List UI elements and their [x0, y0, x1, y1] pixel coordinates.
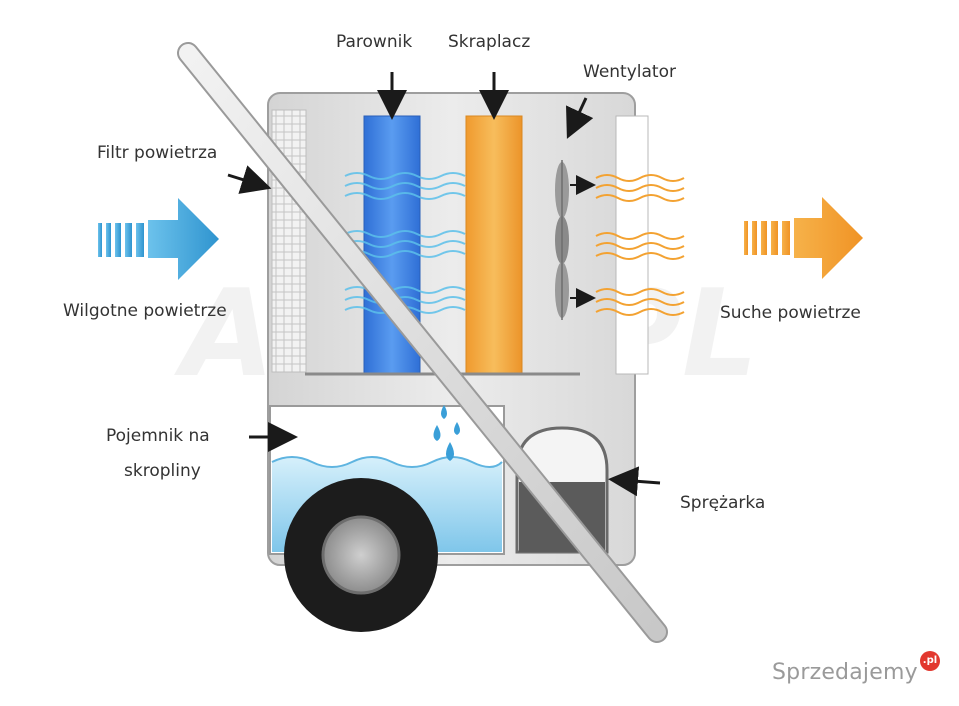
fan-flow-arrows: [570, 175, 596, 308]
fan-icon: [555, 160, 569, 320]
pointer-arrows: [227, 72, 661, 497]
wentylator-pointer: [566, 97, 594, 139]
label-pojemnik-line1: Pojemnik na: [106, 426, 210, 446]
water-drops-icon: [433, 405, 460, 461]
label-suche-powietrze: Suche powietrze: [720, 303, 861, 323]
diagonal-pole: [177, 42, 668, 643]
label-parownik: Parownik: [336, 32, 413, 52]
site-watermark-badge: .pl: [920, 651, 940, 671]
label-filtr-powietrza: Filtr powietrza: [97, 143, 218, 163]
sprezarka-pointer: [608, 466, 661, 497]
dry-air-arrow-icon: [744, 197, 863, 279]
humid-air-arrow-icon: [98, 198, 219, 280]
site-watermark: Sprzedajemy: [772, 660, 918, 685]
label-wilgotne-powietrze: Wilgotne powietrze: [63, 301, 227, 321]
dry-air-waves: [595, 174, 685, 316]
wheel: [284, 478, 438, 632]
label-wentylator: Wentylator: [583, 62, 676, 82]
label-sprezarka: Sprężarka: [680, 493, 766, 513]
filtr-pointer: [227, 165, 272, 194]
label-skraplacz: Skraplacz: [448, 32, 531, 52]
condenser-coil: [465, 115, 523, 374]
label-pojemnik-line2: skropliny: [124, 461, 201, 481]
